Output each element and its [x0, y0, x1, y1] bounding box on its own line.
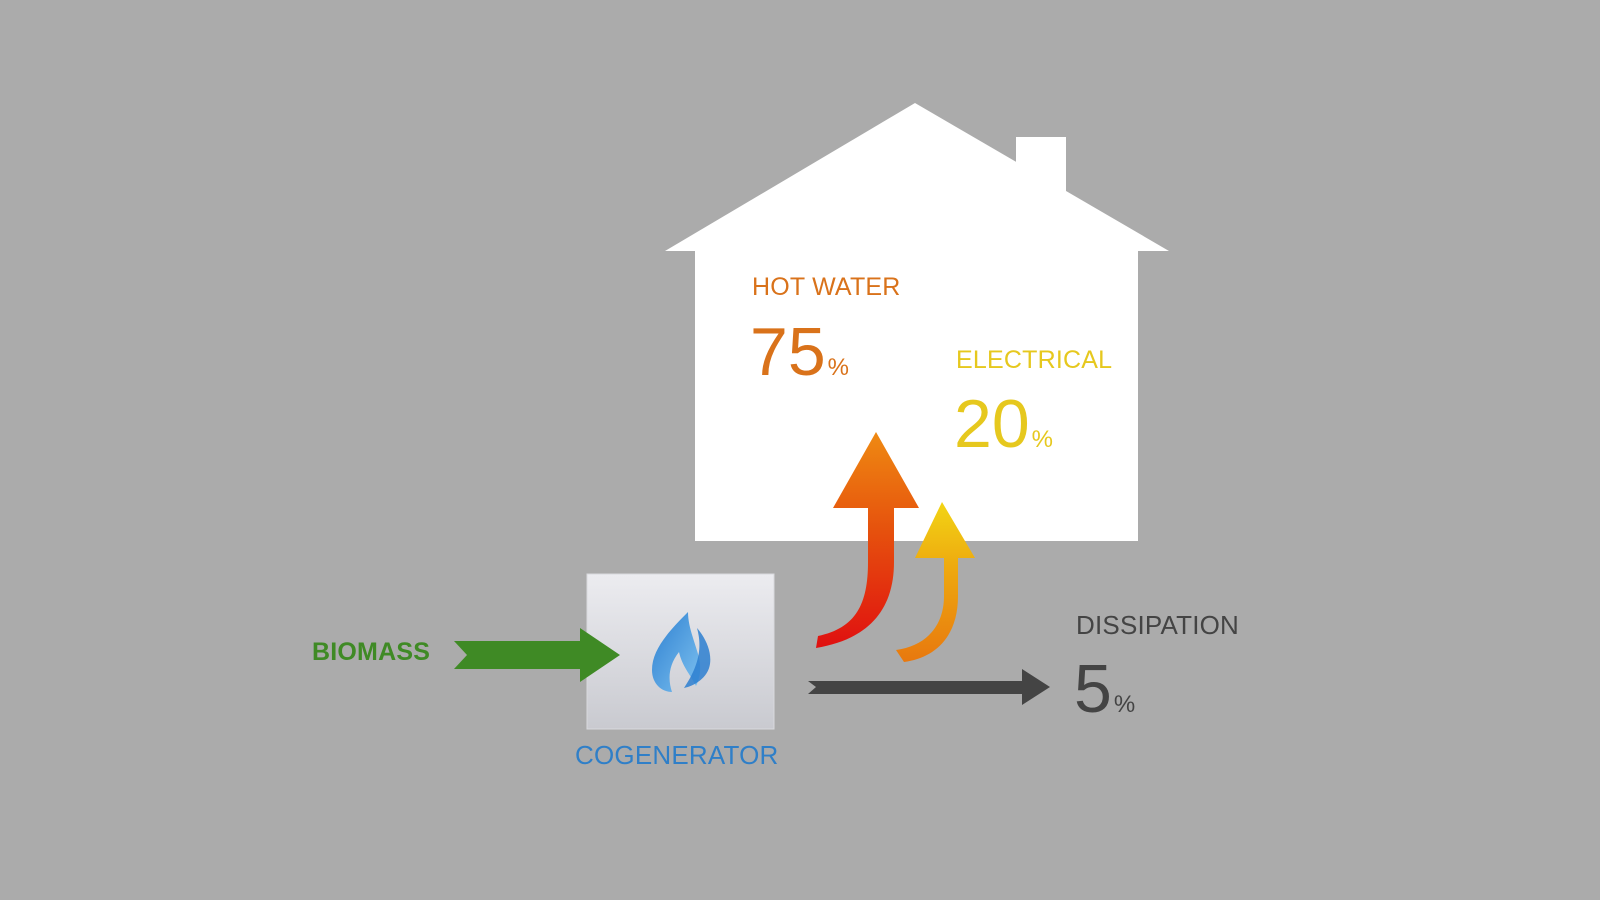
dissipation-percent: 5 — [1074, 651, 1112, 727]
electrical-percent: 20 — [954, 386, 1030, 462]
biomass-label: BIOMASS — [312, 638, 431, 666]
electrical-unit: % — [1031, 426, 1053, 453]
dissipation-value: 5% — [1074, 655, 1135, 723]
flame-icon — [652, 612, 711, 692]
hot-water-percent: 75 — [750, 314, 826, 390]
hot-water-label: HOT WATER — [752, 273, 901, 301]
dissipation-label: DISSIPATION — [1076, 610, 1240, 640]
house-body — [695, 246, 1138, 541]
dissipation-arrow — [808, 669, 1050, 705]
house-shape — [665, 103, 1169, 541]
electrical-arrow — [896, 502, 975, 662]
cogenerator-label: COGENERATOR — [575, 740, 779, 770]
electrical-label: ELECTRICAL — [956, 346, 1113, 374]
electrical-value: 20% — [954, 390, 1053, 458]
hot-water-unit: % — [827, 354, 849, 381]
hot-water-arrow — [816, 432, 919, 648]
dissipation-unit: % — [1113, 691, 1136, 718]
hot-water-value: 75% — [750, 318, 849, 386]
biomass-arrow — [454, 628, 620, 682]
house-roof — [665, 103, 1169, 251]
